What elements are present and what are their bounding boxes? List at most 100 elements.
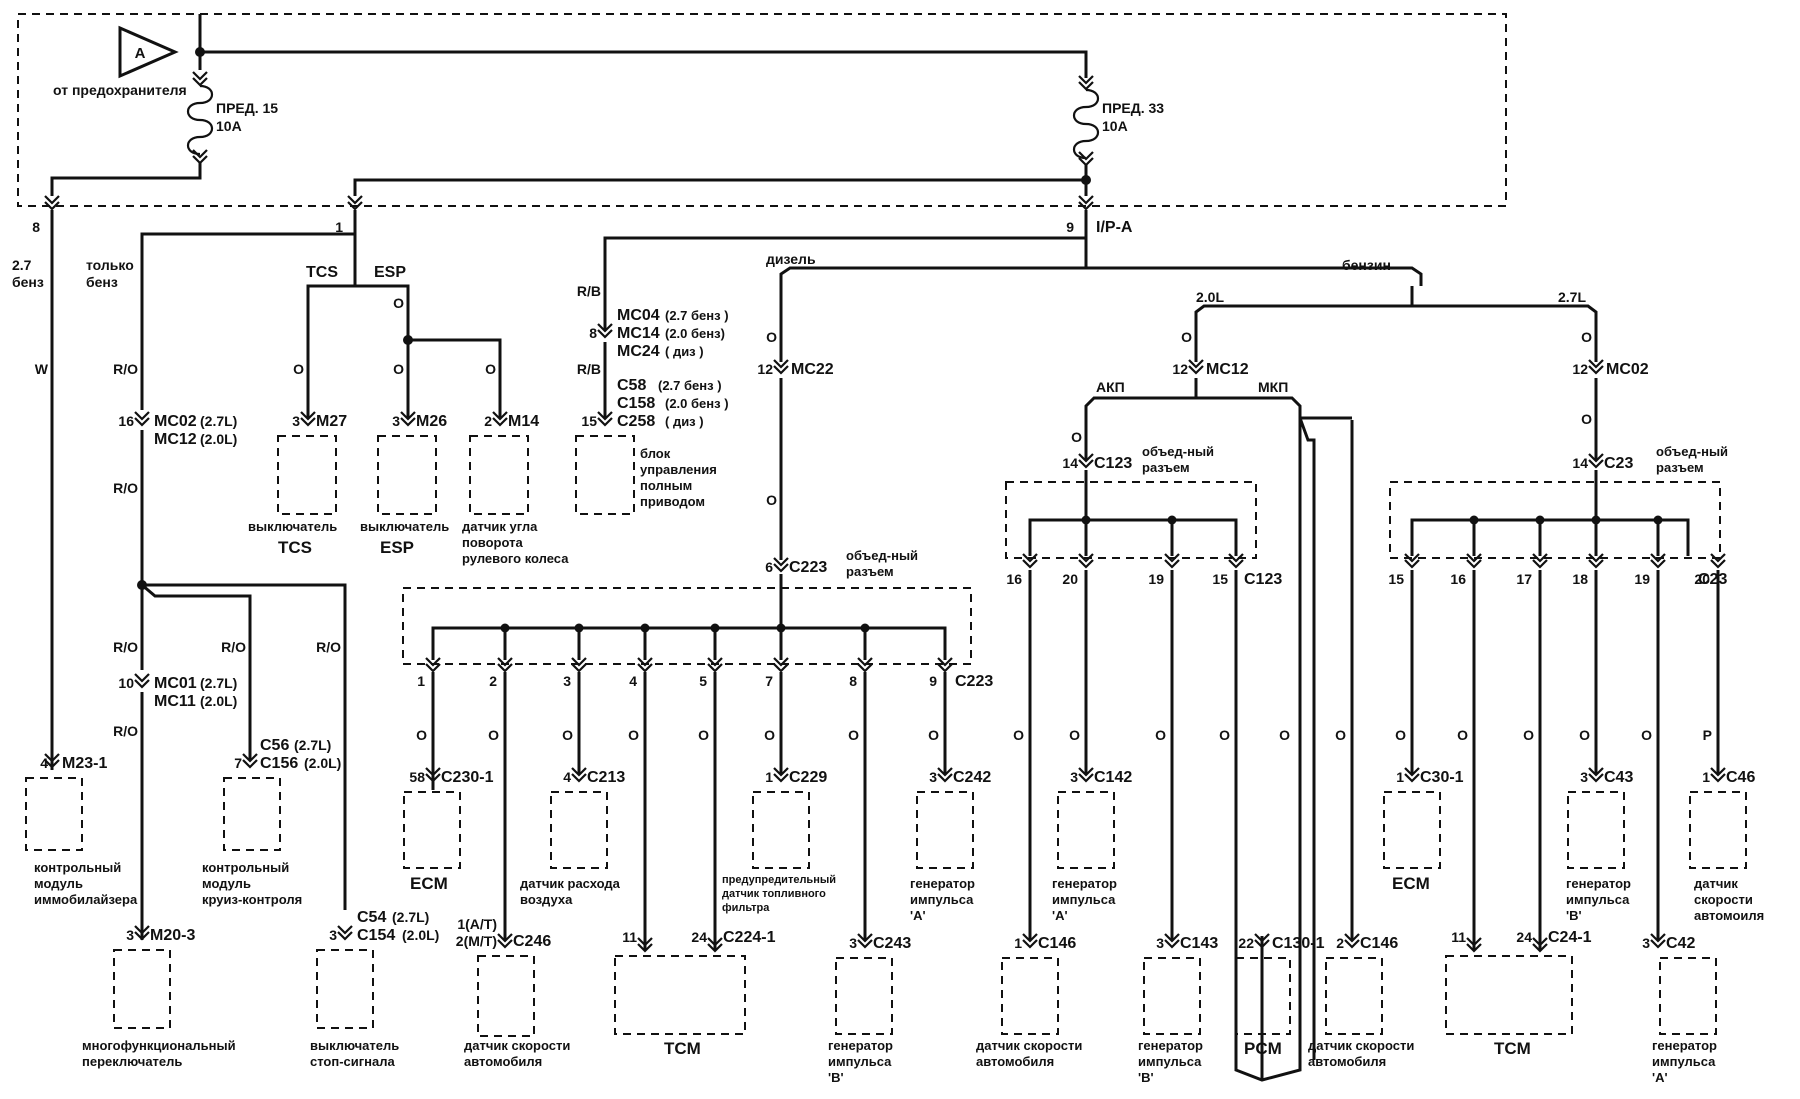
diesel-bus-pin: 9 [929, 673, 937, 689]
m26-pin: 3 [392, 413, 400, 429]
g27-bus-pin-icon [1709, 552, 1727, 569]
g20-vss2-box [1325, 957, 1383, 1035]
fuse-block: A от предохранителя ПРЕД. 15 10A ПРЕД. 3… [17, 13, 1507, 236]
diesel-wire-1: O [766, 329, 777, 345]
g27-bus-pin: 16 [1450, 571, 1466, 587]
wire-r-o-1: R/O [113, 361, 138, 377]
wire-top-bus [200, 50, 1088, 78]
awd-branch: R/B 8 MC04 (2.7 бенз ) MC14 (2.0 бенз) M… [575, 210, 1088, 515]
wire-r-o-2: R/O [113, 480, 138, 496]
awd-wire-2: R/B [577, 361, 601, 377]
g27-gen-b-box [1567, 791, 1625, 869]
g20-pin14: 14 [1062, 455, 1078, 471]
ipa-pin8-icon [43, 194, 61, 211]
diesel-pin6: 6 [765, 559, 773, 575]
g20-bus-pin: 19 [1148, 571, 1164, 587]
ipa-pin8: 8 [32, 219, 40, 235]
g27-ecm-caption: ECM [1392, 874, 1430, 893]
g20-vss-caption-1: датчик скорости [976, 1038, 1082, 1053]
wire-esp-color: O [393, 295, 404, 311]
awd-caption-3: полным [640, 478, 692, 493]
stop-pin: 3 [329, 927, 337, 943]
g27-gen-b-connector: C43 [1604, 769, 1633, 786]
g20-joint-bus [1028, 518, 1238, 556]
g20-gen-b-pin: 3 [1156, 935, 1164, 951]
tcm-connector-diesel: C224-1 [723, 929, 776, 946]
g27-wire-color: P [1703, 727, 1712, 743]
g20-vss2-connector: C146 [1360, 935, 1398, 952]
steer-caption-3: рулевого колеса [462, 551, 569, 566]
g27-wire-color: O [1641, 727, 1652, 743]
diesel-gasoline-split [779, 266, 1423, 286]
diesel-bus-pin: 5 [699, 673, 707, 689]
multi-switch-box [113, 949, 171, 1029]
esp-label: ESP [374, 264, 406, 281]
g27-bus-pin: 17 [1516, 571, 1532, 587]
tcs-esp-split [306, 284, 410, 290]
conn-c56-var: (2.7L) [294, 737, 331, 753]
m14-connector: M14 [508, 413, 539, 430]
g20-bus-pin: 20 [1062, 571, 1078, 587]
diesel-bus-pin: 3 [563, 673, 571, 689]
gen-a-pin-diesel: 3 [929, 769, 937, 785]
gen-b-box-diesel [835, 957, 893, 1035]
g20-gen-a-pin: 3 [1070, 769, 1078, 785]
diesel-c223: C223 [789, 559, 827, 576]
g27-gen-a-caption-2: импульса [1652, 1054, 1716, 1069]
g27-joint-box [1389, 481, 1721, 559]
m14-pin: 2 [484, 413, 492, 429]
wire-fuse33-to-pin1 [353, 178, 1086, 196]
fuel-sensor-box [752, 791, 810, 869]
stop-switch-box [316, 949, 374, 1029]
stop-caption-1: выключатель [310, 1038, 399, 1053]
maf-pin: 4 [563, 769, 571, 785]
wire-fuse15-to-pin8 [50, 162, 202, 196]
g27-bus-pin: 18 [1572, 571, 1588, 587]
g20-vss-caption-2: автомобиля [976, 1054, 1054, 1069]
fuse-33-icon [1072, 88, 1100, 160]
gasoline-split: 2.0L 2.7L [1194, 286, 1598, 318]
g20-gen-a-box [1057, 791, 1115, 869]
diesel-wire-color: O [488, 727, 499, 743]
cruise-pin: 7 [234, 755, 242, 771]
fuel-caption-2: датчик топливного [722, 888, 826, 900]
fuel-pin: 1 [765, 769, 773, 785]
tcs-esp-branch: TCS ESP O O O O 3 M27 3 M26 2 M14 выключ… [248, 210, 569, 566]
ecm-caption-diesel: ECM [410, 874, 448, 893]
gasoline-only-variant-2: бенз [86, 274, 118, 290]
awd-mc24: MC24 [617, 343, 660, 360]
g27-gen-a-caption-1: генератор [1652, 1038, 1717, 1053]
g27-joint-caption-1: объед-ный [1656, 444, 1728, 459]
g20-joint-caption-1: объед-ный [1142, 444, 1214, 459]
source-caption: от предохранителя [53, 82, 187, 98]
maf-box [550, 791, 608, 869]
awd-caption-2: управления [640, 462, 717, 477]
g20-bus-pin: 16 [1006, 571, 1022, 587]
conn-c154: C154 [357, 927, 395, 944]
tcs-switch-box [277, 435, 337, 515]
g27-mc02: MC02 [1606, 361, 1649, 378]
gen-b-caption-diesel-1: генератор [828, 1038, 893, 1053]
cruise-caption-2: модуль [202, 876, 251, 891]
g20-wire-color: O [1013, 727, 1024, 743]
diesel-bus-pin: 1 [417, 673, 425, 689]
diesel-wire-color: O [928, 727, 939, 743]
g27-joint-bus [1410, 518, 1690, 556]
g20-pin12: 12 [1172, 361, 1188, 377]
diesel-label: дизель [766, 251, 816, 267]
g27-gen-b-caption-1: генератор [1566, 876, 1631, 891]
wire-m14 [408, 338, 502, 418]
ipa-pin1-icon [346, 194, 364, 211]
tcs-label: TCS [306, 264, 338, 281]
conn-mc02-var: (2.7L) [200, 413, 237, 429]
g27-wire-2: O [1581, 411, 1592, 427]
ecm-box-diesel [403, 791, 461, 869]
diesel-bus-pin: 4 [629, 673, 637, 689]
connector-fuse15-top-icon [191, 70, 209, 87]
diesel-wire-color: O [848, 727, 859, 743]
